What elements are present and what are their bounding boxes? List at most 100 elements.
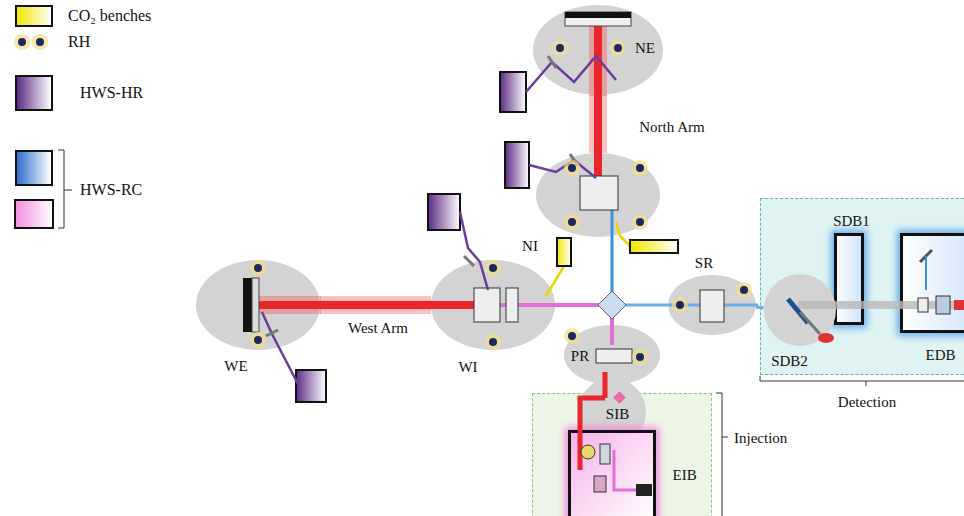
- ellipse-outline: [196, 260, 320, 350]
- tower-ellipse: SR: [668, 275, 756, 335]
- label-anchor: Detection: [838, 394, 896, 411]
- tower-circle: SDB2: [764, 274, 836, 346]
- red-beam: [430, 301, 476, 309]
- co2-bench: [630, 240, 678, 253]
- hws-beam: [460, 212, 488, 290]
- recycling-mirror: [700, 290, 724, 322]
- legend-bracket: [58, 150, 64, 228]
- node-label: SR: [695, 255, 713, 272]
- input-mirror: [474, 288, 500, 322]
- rh-dot: [610, 40, 626, 56]
- rh-dot: [632, 349, 648, 365]
- rh-glow: [552, 40, 568, 56]
- tower-ellipse: NI: [536, 153, 660, 237]
- node-label: WE: [224, 358, 247, 375]
- node-label: PR: [571, 348, 589, 365]
- label-anchor: PR: [571, 348, 589, 365]
- optic: [918, 298, 928, 312]
- rh-dot-core: [568, 218, 576, 226]
- rh-dot: [672, 297, 688, 313]
- rh-dot-core: [568, 332, 576, 340]
- co2-beam: [546, 266, 564, 296]
- legend-text: HWS-HR: [80, 84, 143, 102]
- ellipse-outline: [668, 275, 756, 335]
- tower-ellipse: PR: [564, 325, 660, 385]
- hws-mirror: [464, 256, 474, 266]
- label-anchor: NE: [635, 40, 655, 57]
- bench-box: EDB: [900, 233, 964, 333]
- red-beam: [580, 398, 605, 470]
- pink-beam: [610, 316, 614, 345]
- rh-glow: [672, 297, 688, 313]
- tower-shape: [536, 153, 660, 237]
- hws-hr-bench: [296, 370, 326, 402]
- rh-dot-core: [489, 264, 497, 272]
- label-anchor: NI: [522, 238, 538, 255]
- rh-dot: [485, 334, 501, 350]
- rh-glow: [32, 34, 48, 50]
- rh-dot-core: [36, 38, 44, 46]
- rh-glow: [632, 349, 648, 365]
- co2-beam: [616, 222, 630, 246]
- bench-box: EIB: [568, 430, 656, 516]
- rh-dot-core: [254, 336, 262, 344]
- tower-ellipse: WI: [431, 260, 555, 350]
- legend-text: HWS-RC: [80, 181, 142, 199]
- label-anchor: HWS-RC: [80, 181, 142, 199]
- bracket: [716, 393, 722, 516]
- rh-dot-core: [636, 353, 644, 361]
- beam-glow: [589, 95, 607, 153]
- legend-text: CO₂ benches: [68, 7, 151, 25]
- compensation-plate: [506, 288, 518, 322]
- legend-dots: [0, 0, 60, 60]
- hws-hr-bench: [428, 194, 460, 230]
- label-anchor: EIB: [673, 466, 697, 483]
- hws-mirror: [266, 330, 278, 336]
- end-mirror: [243, 278, 252, 332]
- legend-swatch: [15, 200, 53, 228]
- pickoff-mirror: [788, 299, 808, 323]
- node-label: EDB: [926, 346, 956, 363]
- label-anchor: West Arm: [348, 320, 408, 337]
- node-label: NE: [635, 40, 655, 57]
- rh-dot-core: [636, 164, 644, 172]
- pink-beam: [614, 450, 636, 490]
- label-anchor: Injection: [734, 430, 787, 447]
- recycling-mirror: [596, 349, 632, 363]
- end-mirror: [565, 12, 631, 26]
- rh-glow: [610, 40, 626, 56]
- ring-heaters: [250, 40, 752, 365]
- label-anchor: SR: [695, 255, 713, 272]
- red-beam: [594, 152, 602, 178]
- co2-bench: [557, 238, 571, 266]
- rh-dot: [564, 214, 580, 230]
- rh-glow: [736, 282, 752, 298]
- bracket-tick: [722, 437, 728, 438]
- tower-ellipse: NE: [533, 5, 663, 95]
- legend-swatch: [15, 150, 53, 186]
- tower-ellipse: WE: [196, 260, 320, 350]
- beam-glow: [589, 26, 607, 96]
- hws-beam: [529, 160, 596, 178]
- red-beam: [594, 26, 602, 96]
- label-anchor: WI: [458, 359, 477, 376]
- rh-dot-core: [254, 264, 262, 272]
- rh-glow: [632, 214, 648, 230]
- optic: [936, 296, 950, 314]
- node-label: SIB: [606, 405, 629, 422]
- legend-swatch: [15, 5, 53, 27]
- bracket: [760, 376, 964, 381]
- blue-beam: [925, 256, 927, 290]
- output-beam: [798, 301, 964, 309]
- label-anchor: RH: [68, 33, 90, 51]
- node-label: Detection: [838, 394, 896, 411]
- rh-dot-core: [489, 338, 497, 346]
- arm-label: West Arm: [348, 320, 408, 337]
- red-beam: [252, 301, 321, 309]
- rh-glow: [564, 328, 580, 344]
- bench-box: SDB1: [834, 233, 864, 325]
- tower-shape: [668, 275, 756, 335]
- injection-region: InjectionSIBEIB: [532, 393, 712, 516]
